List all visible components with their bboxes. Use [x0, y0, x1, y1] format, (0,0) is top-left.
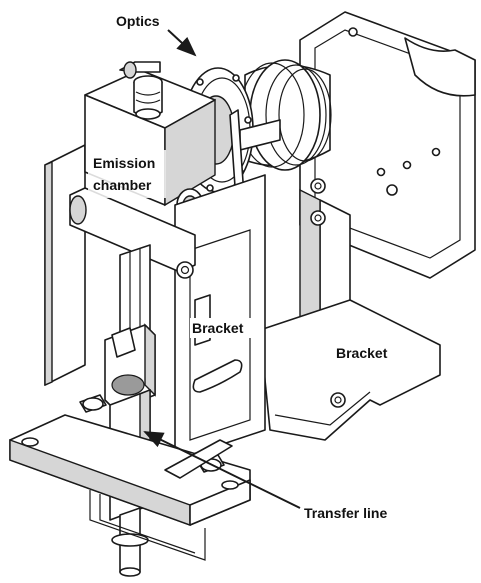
inner-bracket-drawing [69, 174, 266, 461]
emission-chamber-label-line1: Emission [93, 155, 155, 171]
optics-label-group: Optics [116, 13, 197, 57]
outer-bracket-label: Bracket [336, 345, 388, 361]
emission-chamber-label-group: Emission chamber [88, 150, 166, 198]
emission-chamber-label-bg [88, 150, 166, 198]
inner-bracket-label: Bracket [192, 320, 244, 336]
transfer-line-arrow [143, 431, 301, 509]
outer-bracket-label-bg [334, 343, 400, 363]
outer-bracket-label-group: Bracket [334, 343, 400, 363]
outer-bracket-drawing [259, 11, 476, 441]
optics-label: Optics [116, 13, 160, 29]
left-back-plate-drawing [44, 144, 86, 387]
inner-bracket-label-group: Bracket [190, 318, 252, 338]
inner-bracket-label-bg [190, 318, 252, 338]
transfer-line-label: Transfer line [304, 505, 387, 521]
transfer-line-label-group: Transfer line [143, 431, 387, 521]
transfer-line-drawing [104, 244, 156, 577]
emission-chamber-label-line2: chamber [93, 177, 152, 193]
optics-arrow [167, 29, 197, 57]
